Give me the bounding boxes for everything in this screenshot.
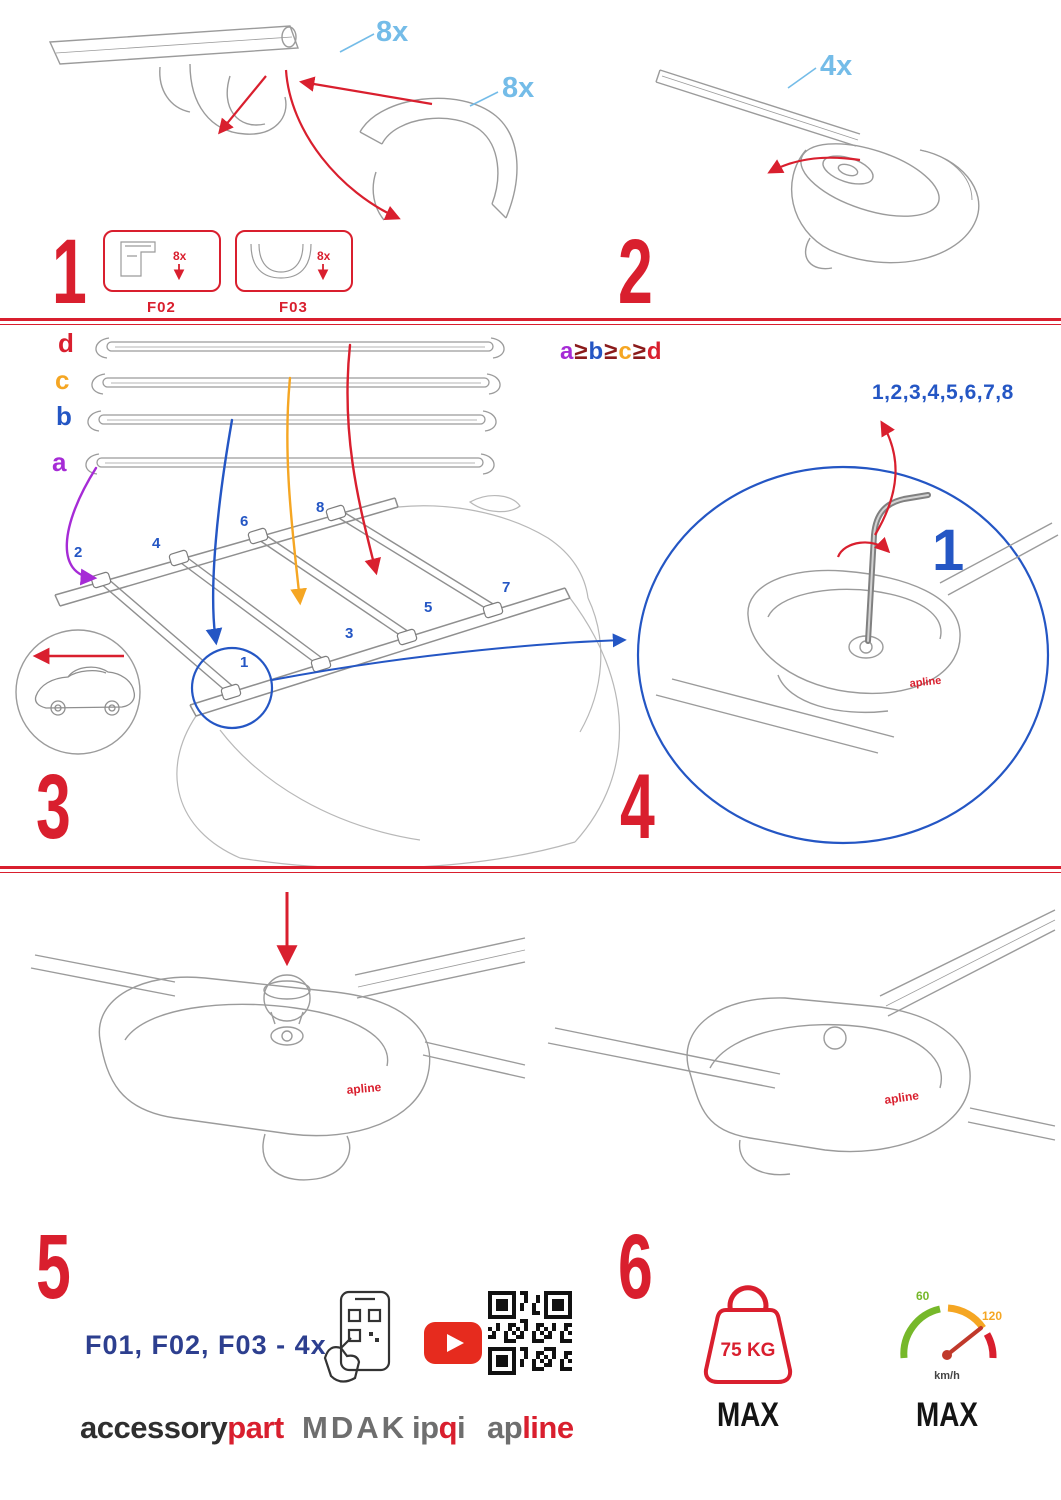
max-speed-label: MAX xyxy=(916,1396,978,1434)
length-formula: a≥b≥c≥d xyxy=(560,340,663,364)
formula-d: d xyxy=(646,338,663,365)
formula-ge3: ≥ xyxy=(632,338,647,365)
step2-crossbar-drawing xyxy=(655,67,980,270)
formula-b: b xyxy=(588,338,605,365)
qty-label-bar: 4x xyxy=(820,50,853,82)
speed-high-label: 120 xyxy=(982,1309,1002,1323)
position-5: 5 xyxy=(424,599,433,616)
f02-qty-text: 8x xyxy=(173,249,187,263)
qr-code xyxy=(487,1290,573,1376)
position-6: 6 xyxy=(240,513,249,530)
step4-highlight-number: 1 xyxy=(932,518,965,583)
brand-accessorypart: accessorypart xyxy=(80,1412,284,1443)
step1-exploded-drawing xyxy=(48,25,518,221)
brand-line-text: line xyxy=(522,1410,574,1445)
qty-label-endcap: 8x xyxy=(376,16,409,48)
step5-knob-drawing: apline xyxy=(30,892,526,1181)
step4-zoom-drawing: apline xyxy=(636,420,1059,845)
step3-roof-drawing xyxy=(15,343,627,869)
step4-apline-logo: apline xyxy=(909,675,942,690)
position-3: 3 xyxy=(345,625,354,642)
brand-ap-text: ap xyxy=(487,1410,523,1445)
step-2-number: 2 xyxy=(618,221,653,323)
bar-label-b: b xyxy=(56,401,72,431)
video-parts-line: F01, F02, F03 - 4x xyxy=(85,1330,327,1360)
brand-i-text: i xyxy=(457,1410,466,1445)
part-code-f03: F03 xyxy=(279,299,308,316)
speed-unit-label: km/h xyxy=(934,1370,960,1382)
step-4-number: 4 xyxy=(620,756,655,858)
formula-a: a xyxy=(560,338,575,365)
section-divider-bottom xyxy=(0,866,1061,873)
qty-label-cover: 8x xyxy=(502,72,535,104)
formula-ge2: ≥ xyxy=(604,338,619,365)
brand-ipqi: ipqi xyxy=(412,1410,466,1445)
max-speed-icon: 60 120 km/h xyxy=(900,1289,1002,1382)
max-weight-icon: 75 KG xyxy=(703,1285,793,1384)
tightening-sequence: 1,2,3,4,5,6,7,8 xyxy=(872,381,1014,404)
position-7: 7 xyxy=(502,579,511,596)
phone-scan-icon xyxy=(323,1290,391,1383)
brand-apline: apline xyxy=(487,1412,574,1443)
step-3-number: 3 xyxy=(36,756,71,858)
position-4: 4 xyxy=(152,535,161,552)
step-5-number: 5 xyxy=(36,1216,71,1318)
brand-mdak: MDAK xyxy=(302,1410,407,1445)
part-f02-drawing: 8x xyxy=(120,241,187,281)
youtube-icon xyxy=(424,1322,482,1364)
bar-label-c: c xyxy=(55,365,70,395)
bar-label-d: d xyxy=(58,328,74,358)
brand-accessory-text: accessory xyxy=(80,1410,228,1445)
position-8: 8 xyxy=(316,499,325,516)
brand-part-text: part xyxy=(227,1410,284,1445)
brand-ip-text: ip xyxy=(412,1410,439,1445)
step-6-number: 6 xyxy=(618,1216,653,1318)
speed-low-label: 60 xyxy=(916,1289,930,1303)
position-2: 2 xyxy=(74,544,83,561)
max-weight-value: 75 KG xyxy=(721,1340,776,1361)
position-1: 1 xyxy=(240,654,249,671)
section-divider-top xyxy=(0,318,1061,325)
part-box-f02: 8x xyxy=(103,230,221,292)
bar-label-a: a xyxy=(52,447,67,477)
f03-qty-text: 8x xyxy=(317,249,331,263)
part-f03-drawing: 8x xyxy=(250,243,331,281)
part-box-f03: 8x xyxy=(235,230,353,292)
max-weight-label: MAX xyxy=(717,1396,779,1434)
step5-apline-logo: apline xyxy=(346,1080,382,1097)
step3-bar-set-drawing xyxy=(85,337,505,475)
formula-c: c xyxy=(618,338,633,365)
brand-q-text: q xyxy=(438,1410,458,1445)
step-1-number: 1 xyxy=(52,221,87,323)
formula-ge1: ≥ xyxy=(574,338,589,365)
part-code-f02: F02 xyxy=(147,299,176,316)
step6-mounted-drawing: apline xyxy=(547,909,1056,1176)
step6-apline-logo: apline xyxy=(883,1088,920,1107)
